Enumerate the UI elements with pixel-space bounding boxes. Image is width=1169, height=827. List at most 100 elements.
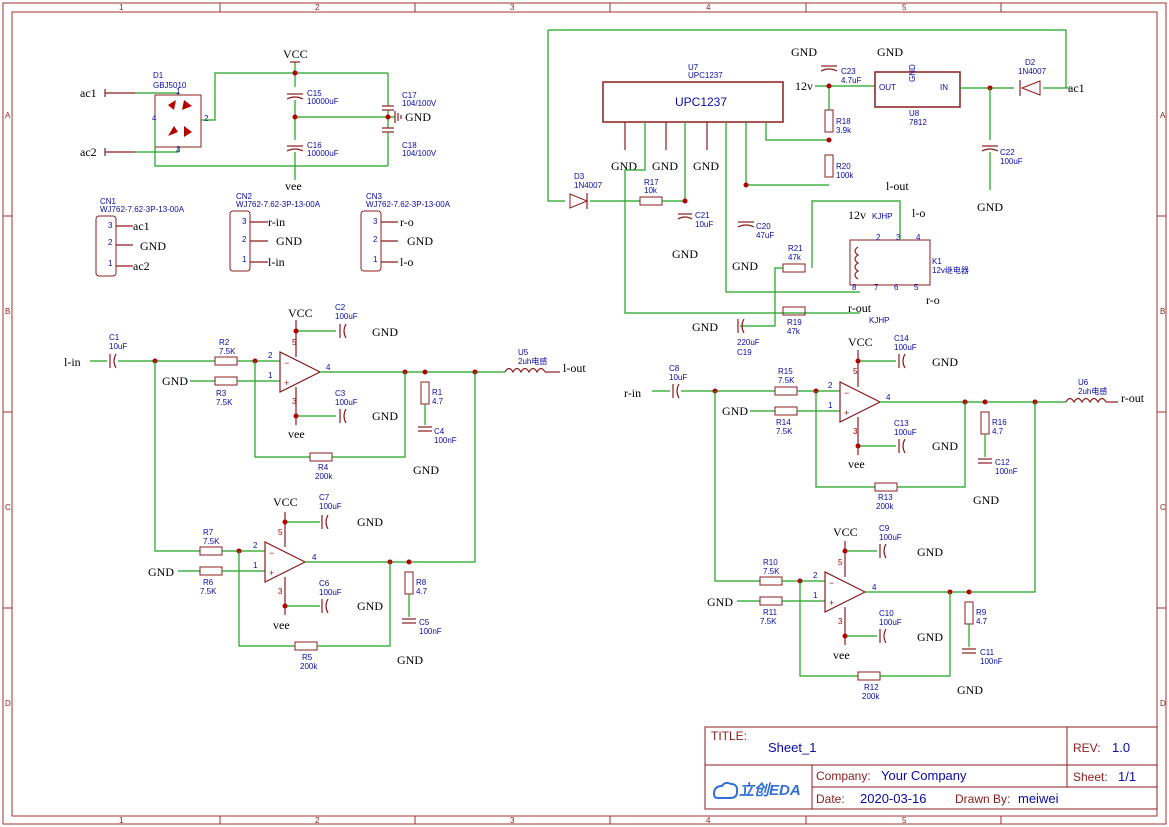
C10-value: 100uF: [879, 618, 902, 627]
K1-pole-label: KJHP: [869, 316, 889, 325]
svg-text:3: 3: [108, 221, 113, 230]
net-label-gnd: GND: [162, 374, 188, 388]
R18-value: 3.9k: [836, 126, 852, 135]
net-label-vcc: VCC: [833, 525, 858, 539]
R11-value: 7.5K: [760, 617, 777, 626]
U8-in: IN: [940, 83, 948, 92]
net-label-gnd: GND: [932, 439, 958, 453]
R17-ref: R17: [644, 178, 659, 187]
net-label-r-out: r-out: [1121, 391, 1145, 405]
net-label-l-out: l-out: [886, 179, 909, 193]
op-amp-u1: 214 53 −+: [268, 338, 331, 406]
svg-text:6: 6: [894, 283, 899, 292]
C23-ref: C23: [841, 67, 856, 76]
U5-ref: U5: [518, 348, 529, 357]
frame-row-label: A: [5, 111, 11, 120]
svg-text:3: 3: [242, 217, 247, 226]
svg-text:1: 1: [253, 561, 258, 570]
svg-text:1: 1: [176, 87, 181, 96]
C19-ref: C19: [737, 348, 752, 357]
svg-text:1: 1: [268, 371, 273, 380]
CN2-value: WJ762-7.62-3P-13-00A: [236, 200, 321, 209]
D1-value: GBJ5010: [153, 81, 187, 90]
R3-ref: R3: [216, 389, 227, 398]
U8-gnd-pin: GND: [908, 64, 917, 82]
R13-ref: R13: [878, 493, 893, 502]
frame-col-label: 3: [510, 816, 515, 825]
net-label-12v: 12v: [848, 208, 866, 222]
svg-text:3: 3: [838, 617, 843, 626]
company-label: Company:: [816, 769, 871, 783]
net-label-gnd: GND: [405, 110, 431, 124]
svg-text:−: −: [844, 388, 849, 398]
R7-ref: R7: [203, 528, 214, 537]
frame-col-label: 4: [706, 3, 711, 12]
C11-value: 100nF: [980, 657, 1003, 666]
net-label-vee: vee: [285, 179, 302, 193]
CN3-value: WJ762-7.62-3P-13-00A: [366, 200, 451, 209]
svg-text:+: +: [284, 378, 289, 388]
net-label-gnd: GND: [148, 565, 174, 579]
svg-text:+: +: [829, 598, 834, 608]
R11-ref: R11: [763, 608, 778, 617]
R1-ref: R1: [432, 388, 443, 397]
net-label-gnd: GND: [692, 320, 718, 334]
svg-text:+: +: [844, 408, 849, 418]
C16-ref: C16: [307, 141, 322, 150]
R21-value: 47k: [788, 253, 802, 262]
net-label-l-out: l-out: [563, 361, 586, 375]
connector-cn1: CN1 WJ762-7.62-3P-13-00A 321 ac1 GND ac2: [95, 197, 185, 277]
net-label-vcc: VCC: [273, 495, 298, 509]
net-label-l-in: l-in: [268, 255, 285, 269]
svg-text:3: 3: [896, 233, 901, 242]
net-label-gnd: GND: [140, 239, 166, 253]
D1-ref: D1: [153, 71, 164, 80]
R20-ref: R20: [836, 162, 851, 171]
U6-ref: U6: [1078, 378, 1089, 387]
svg-text:+: +: [269, 568, 274, 578]
title-block: TITLE: Sheet_1 REV: 1.0 Company: Your Co…: [704, 726, 1158, 810]
R12-ref: R12: [864, 683, 879, 692]
C5-ref: C5: [419, 618, 430, 627]
C13-ref: C13: [894, 419, 909, 428]
C13-value: 100uF: [894, 428, 917, 437]
CN2-ref: CN2: [236, 192, 253, 201]
net-label-r-in: r-in: [624, 386, 641, 400]
D2-ref: D2: [1025, 58, 1036, 67]
svg-text:4: 4: [326, 363, 331, 372]
gnd-symbol: [394, 111, 402, 123]
svg-text:1: 1: [108, 259, 113, 268]
svg-text:4: 4: [916, 233, 921, 242]
op-amp-u4: 214 53 −+: [813, 558, 877, 626]
C20-value: 47uF: [756, 231, 774, 240]
rev-value: 1.0: [1112, 740, 1130, 755]
svg-text:2: 2: [204, 114, 209, 123]
U5-value: 2uh电感: [518, 356, 547, 366]
frame-col-label: 2: [315, 3, 320, 12]
svg-text:1: 1: [828, 401, 833, 410]
R5-ref: R5: [302, 653, 313, 662]
net-label-gnd: GND: [407, 234, 433, 248]
C12-value: 100nF: [995, 467, 1018, 476]
U7-ref: U7: [688, 63, 699, 72]
R6-ref: R6: [203, 578, 214, 587]
svg-text:1: 1: [813, 591, 818, 600]
U7-value: UPC1237: [688, 71, 723, 80]
speaker-protection-section: UPC1237 U7 UPC1237 GND GND GND D3 1N4007…: [547, 29, 1085, 357]
frame-col-label: 5: [902, 3, 907, 12]
net-label-gnd: GND: [722, 404, 748, 418]
K1-ref: K1: [932, 257, 942, 266]
net-label-ac2: ac2: [133, 259, 150, 273]
C7-value: 100uF: [319, 502, 342, 511]
C15-value: 10000uF: [307, 97, 339, 106]
net-label-ac1: ac1: [80, 86, 97, 100]
frame-col-label: 1: [119, 3, 124, 12]
frame-col-label: 5: [902, 816, 907, 825]
net-label-vee: vee: [273, 618, 290, 632]
net-label-gnd: GND: [652, 159, 678, 173]
svg-text:2: 2: [253, 541, 258, 550]
R13-value: 200k: [876, 502, 894, 511]
title-label: TITLE:: [711, 729, 747, 743]
